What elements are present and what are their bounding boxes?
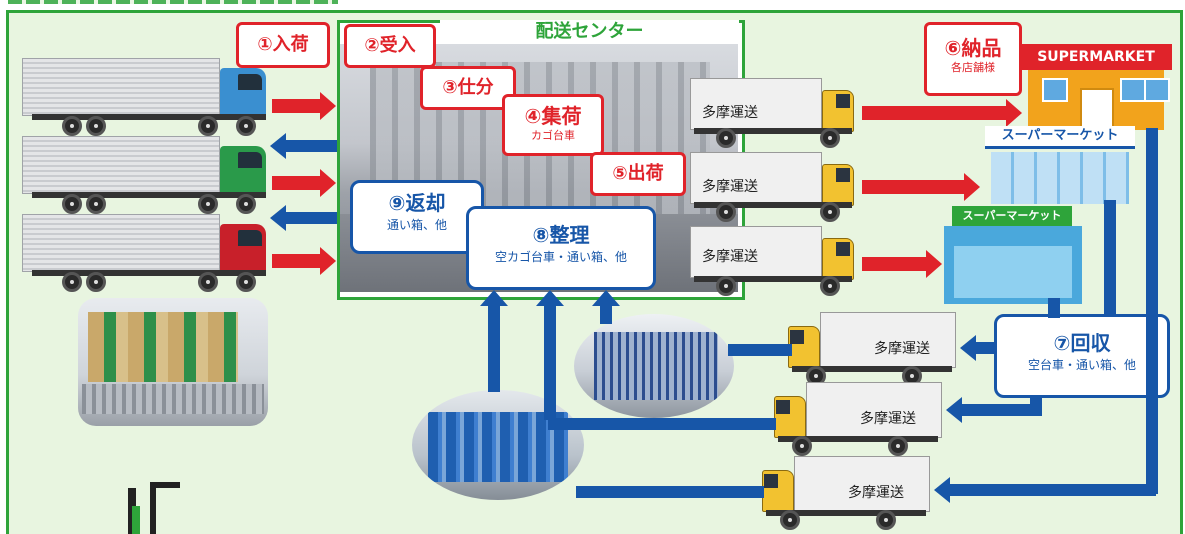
collect-arrow-1 (960, 335, 996, 361)
delivery-arrow-1 (862, 99, 1022, 127)
step-9-sub: 通い箱、他 (386, 218, 447, 232)
delivery-truck-3-label: 多摩運送 (702, 249, 758, 265)
step-9-label: ⑨返却 (388, 191, 446, 215)
supermarket-store-1: SUPERMARKET (1020, 44, 1172, 134)
supermarket-store-2: スーパーマーケット (985, 126, 1135, 204)
step-8-sub: 空カゴ台車・通い箱、他 (494, 250, 627, 264)
inbound-arrow-1 (272, 92, 336, 120)
delivery-truck-2: 多摩運送 (690, 152, 860, 224)
step-9-return: ⑨返却 通い箱、他 (350, 180, 484, 254)
incoming-truck-red (22, 214, 268, 292)
forklift-icon (118, 482, 198, 534)
supermarket-sign-en: SUPERMARKET (1020, 44, 1172, 70)
return-truck-3-label: 多摩運送 (848, 485, 904, 501)
collect-arrow-3 (934, 477, 1156, 503)
collect-line-4 (1030, 396, 1042, 416)
step-4-label: ④集荷 (524, 104, 582, 128)
container-storage-photo (412, 390, 584, 500)
return-truck-1: 多摩運送 (788, 312, 960, 386)
delivery-truck-1: 多摩運送 (690, 78, 860, 150)
return-truck-3: 多摩運送 (762, 456, 934, 530)
return-truck-2: 多摩運送 (774, 382, 946, 456)
step-7-label: ⑦回収 (1053, 331, 1111, 355)
collect-arrow-2 (946, 397, 1038, 423)
distribution-center-title: 配送センター (440, 20, 739, 44)
incoming-truck-blue (22, 58, 268, 136)
collect-line-3 (1146, 128, 1158, 494)
step-2-receive: ②受入 (344, 24, 436, 68)
delivery-arrow-3 (862, 250, 942, 278)
return-truck-2-label: 多摩運送 (860, 411, 916, 427)
inbound-arrow-3 (272, 247, 336, 275)
delivery-truck-1-label: 多摩運送 (702, 105, 758, 121)
delivery-arrow-2 (862, 173, 980, 201)
collect-line-1 (1048, 298, 1060, 318)
step-6-sub: 各店舗様 (951, 61, 995, 74)
return-truck-1-label: 多摩運送 (874, 341, 930, 357)
supermarket-sign-jp-2: スーパーマーケット (952, 206, 1072, 226)
supermarket-sign-jp-1: スーパーマーケット (985, 126, 1135, 149)
step-4-sub: カゴ台車 (531, 129, 575, 142)
delivery-truck-2-label: 多摩運送 (702, 179, 758, 195)
step-3-sort: ③仕分 (420, 66, 516, 110)
collect-to-photo-2 (548, 418, 776, 430)
inbound-arrow-2 (272, 169, 336, 197)
collect-to-photo-3 (576, 486, 764, 498)
cropped-heading (8, 0, 348, 12)
organize-up-arrow-2 (536, 290, 564, 420)
collect-to-photo-1 (728, 344, 792, 356)
incoming-truck-green (22, 136, 268, 214)
organize-up-arrow-3 (592, 290, 620, 324)
cart-storage-photo (574, 314, 734, 418)
step-1-inbound: ①入荷 (236, 22, 330, 68)
organize-up-arrow-1 (480, 290, 508, 392)
step-7-sub: 空台車・通い箱、他 (1027, 358, 1136, 372)
delivery-truck-3: 多摩運送 (690, 226, 860, 298)
pallet-loading-photo (78, 298, 268, 426)
step-6-label: ⑥納品 (944, 36, 1002, 60)
collect-line-2 (1104, 200, 1116, 316)
step-6-deliver: ⑥納品 各店舗様 (924, 22, 1022, 96)
step-5-ship: ⑤出荷 (590, 152, 686, 196)
step-7-collect: ⑦回収 空台車・通い箱、他 (994, 314, 1170, 398)
return-arrow-2 (270, 205, 354, 231)
step-8-organize: ⑧整理 空カゴ台車・通い箱、他 (466, 206, 656, 290)
step-4-pick: ④集荷 カゴ台車 (502, 94, 604, 156)
supermarket-store-3: スーパーマーケット (944, 206, 1082, 304)
step-8-label: ⑧整理 (532, 223, 590, 247)
